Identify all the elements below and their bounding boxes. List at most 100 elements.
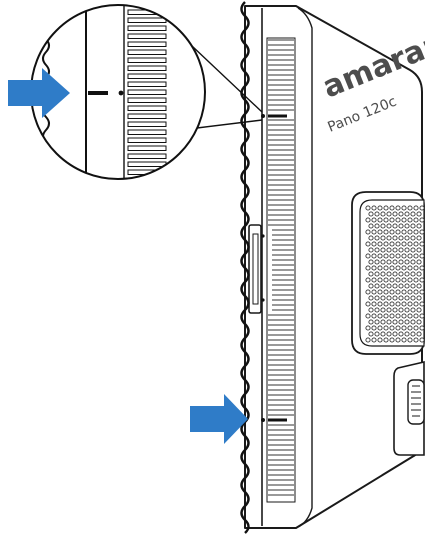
- fan-hole: [386, 211, 392, 217]
- fan-hole: [413, 337, 419, 343]
- fan-hole: [395, 265, 401, 271]
- fan-hole: [398, 295, 404, 301]
- fan-hole: [404, 283, 410, 289]
- fan-hole: [389, 277, 395, 283]
- fan-hole: [392, 235, 398, 241]
- fan-hole: [416, 331, 422, 337]
- fan-hole: [374, 271, 380, 277]
- fan-hole: [416, 211, 422, 217]
- fan-hole: [407, 217, 413, 223]
- fan-hole: [401, 325, 407, 331]
- fan-hole: [374, 235, 380, 241]
- fan-hole: [407, 301, 413, 307]
- fan-hole: [416, 235, 422, 241]
- fan-hole: [404, 247, 410, 253]
- fan-hole: [419, 325, 425, 331]
- fan-grille: [351, 191, 425, 355]
- fan-hole: [401, 313, 407, 319]
- fan-hole: [386, 283, 392, 289]
- side-clip: [248, 224, 265, 314]
- fan-hole: [386, 331, 392, 337]
- fan-hole: [383, 241, 389, 247]
- fan-grille-holes: [365, 205, 425, 343]
- fan-hole: [404, 307, 410, 313]
- fan-hole: [371, 229, 377, 235]
- fan-hole: [389, 229, 395, 235]
- fan-hole: [416, 307, 422, 313]
- fan-hole: [398, 223, 404, 229]
- fan-hole: [407, 253, 413, 259]
- fan-hole: [419, 241, 425, 247]
- fan-hole: [401, 337, 407, 343]
- fan-hole: [368, 271, 374, 277]
- fan-hole: [410, 295, 416, 301]
- fan-hole: [371, 325, 377, 331]
- fan-hole: [365, 241, 371, 247]
- fan-hole: [365, 301, 371, 307]
- fan-hole: [377, 289, 383, 295]
- fan-hole: [374, 295, 380, 301]
- fan-hole: [407, 265, 413, 271]
- fan-hole: [395, 313, 401, 319]
- fan-hole: [401, 205, 407, 211]
- fan-hole: [410, 235, 416, 241]
- inset-vent-slot: [127, 153, 167, 159]
- fan-hole: [410, 211, 416, 217]
- fan-hole: [389, 301, 395, 307]
- fan-hole: [386, 259, 392, 265]
- fan-hole: [413, 229, 419, 235]
- fan-hole: [413, 265, 419, 271]
- fan-hole: [401, 241, 407, 247]
- fan-hole: [374, 223, 380, 229]
- fan-hole: [419, 289, 425, 295]
- inset-vent-slot: [127, 145, 167, 151]
- inset-alignment-dot: [118, 90, 124, 96]
- panel-rim-inner: [297, 7, 313, 528]
- fan-hole: [413, 277, 419, 283]
- fan-hole: [371, 301, 377, 307]
- fan-hole: [365, 229, 371, 235]
- fan-hole: [416, 247, 422, 253]
- vent-frame: [266, 37, 296, 503]
- fan-hole: [374, 319, 380, 325]
- fan-hole: [386, 319, 392, 325]
- alignment-dot-lower: [261, 418, 265, 422]
- fan-hole: [365, 337, 371, 343]
- fan-hole: [395, 277, 401, 283]
- break-line: [240, 1, 250, 534]
- arrow-right-icon: [8, 68, 70, 118]
- alignment-dot-upper: [261, 114, 265, 118]
- fan-hole: [410, 319, 416, 325]
- fan-hole: [377, 205, 383, 211]
- inset-vent-slot: [127, 49, 167, 55]
- fan-hole: [389, 325, 395, 331]
- fan-hole: [395, 289, 401, 295]
- fan-hole: [368, 259, 374, 265]
- fan-hole: [392, 247, 398, 253]
- inset-vent-slot: [127, 81, 167, 87]
- fan-hole: [413, 313, 419, 319]
- fan-hole: [380, 235, 386, 241]
- fan-hole: [398, 319, 404, 325]
- fan-hole: [398, 331, 404, 337]
- fan-hole: [392, 271, 398, 277]
- fan-hole: [407, 277, 413, 283]
- fan-hole: [398, 235, 404, 241]
- fan-hole: [404, 223, 410, 229]
- fan-hole: [419, 337, 425, 343]
- fan-hole: [419, 253, 425, 259]
- fan-hole: [413, 241, 419, 247]
- fan-hole: [374, 307, 380, 313]
- fan-hole: [377, 337, 383, 343]
- fan-hole: [398, 283, 404, 289]
- fan-hole: [419, 265, 425, 271]
- fan-hole: [377, 253, 383, 259]
- fan-hole: [389, 253, 395, 259]
- fan-hole: [395, 241, 401, 247]
- fan-hole: [392, 211, 398, 217]
- inset-leader-bottom: [196, 119, 263, 129]
- fan-hole: [368, 235, 374, 241]
- fan-hole: [365, 325, 371, 331]
- fan-hole: [383, 265, 389, 271]
- fan-hole: [416, 223, 422, 229]
